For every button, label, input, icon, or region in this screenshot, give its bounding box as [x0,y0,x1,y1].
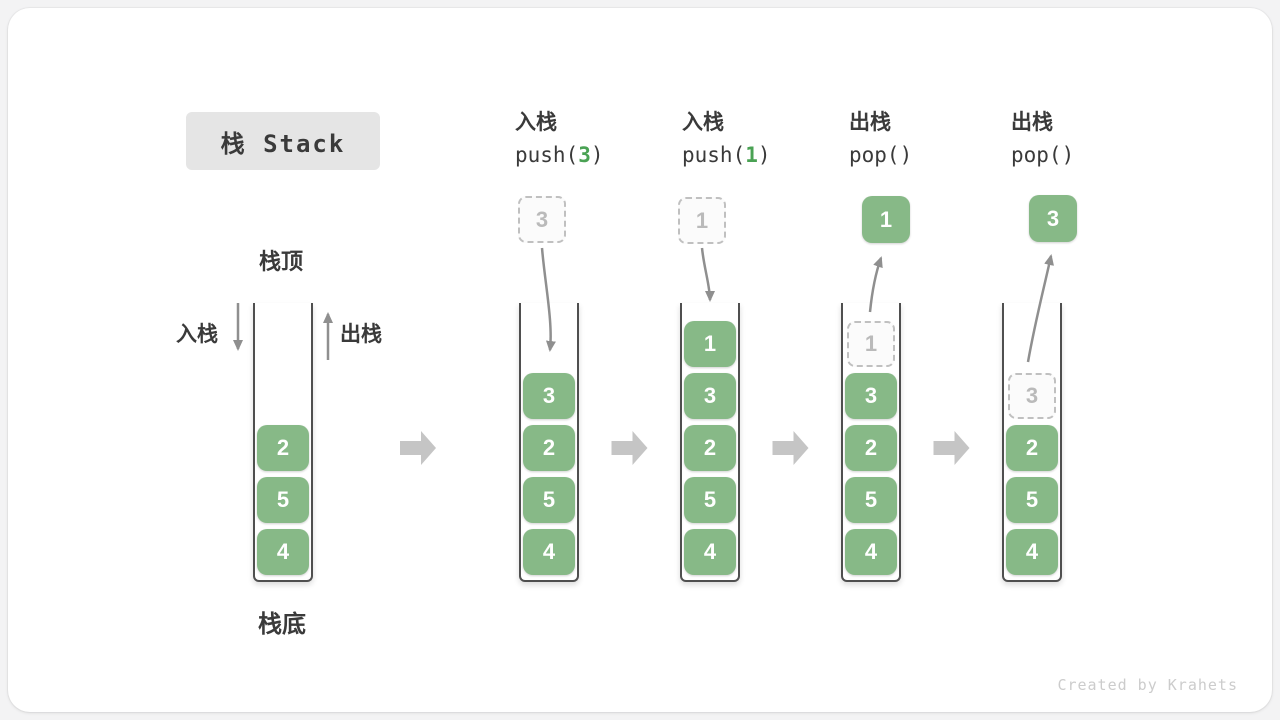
operation-name-label: 入栈 [515,111,557,134]
stack-after-pop-3-operation-label: 出栈 pop() [1011,106,1074,167]
operation-code-label: pop() [849,143,913,167]
stack-cell: 1 [684,321,736,367]
next-step-block-arrow-icon [400,431,436,465]
stack-cell: 5 [523,477,575,523]
stack-cell: 4 [845,529,897,575]
operation-name-label: 出栈 [849,111,891,134]
stack-after-push-3-floating-cell: 3 [518,196,566,243]
stack-after-pop-1-floating-cell: 1 [862,196,910,243]
stack-cell: 2 [684,425,736,471]
stack-cell: 2 [845,425,897,471]
operation-code-label: pop() [1011,143,1075,167]
stack-bottom-label: 栈底 [258,611,306,638]
push-1-arrow-icon [700,247,715,302]
stack-cell: 3 [684,373,736,419]
watermark: Created by Krahets [1057,676,1238,694]
stack-top-label: 栈顶 [259,249,304,274]
stack-cell: 4 [523,529,575,575]
stack-cell: 2 [257,425,309,471]
next-step-block-arrow-icon [772,431,809,465]
operation-argument: 3 [578,143,591,167]
stack-cell: 2 [523,425,575,471]
stack-cell: 3 [1008,373,1056,419]
stack-cell: 4 [1006,529,1058,575]
stack-after-pop-3-floating-cell: 3 [1029,195,1077,242]
push-direction-label: 入栈 [176,323,218,346]
stack-cell: 4 [684,529,736,575]
stack-after-pop-1-operation-label: 出栈 pop() [849,106,912,167]
stack-cell: 4 [257,529,309,575]
pop-direction-label: 出栈 [340,323,382,346]
stack-after-push-3-operation-label: 入栈 push(3) [515,106,604,167]
stack-after-push-1-floating-cell: 1 [678,197,726,244]
stack-cell: 3 [523,373,575,419]
next-step-block-arrow-icon [933,431,970,465]
stack-cell: 5 [684,477,736,523]
operation-name-label: 入栈 [682,111,724,134]
next-step-block-arrow-icon [611,431,648,465]
operation-code-label: push(1) [682,143,771,167]
stack-after-push-1-operation-label: 入栈 push(1) [682,106,771,167]
stack-cell: 5 [845,477,897,523]
stack-cell: 2 [1006,425,1058,471]
stack-cell: 5 [1006,477,1058,523]
stack-cell: 5 [257,477,309,523]
diagram-title: 栈 Stack [186,112,380,170]
operation-argument: 1 [745,143,758,167]
operation-code-label: push(3) [515,143,604,167]
stack-cell: 3 [845,373,897,419]
operation-name-label: 出栈 [1011,111,1053,134]
stack-cell: 1 [847,321,895,367]
